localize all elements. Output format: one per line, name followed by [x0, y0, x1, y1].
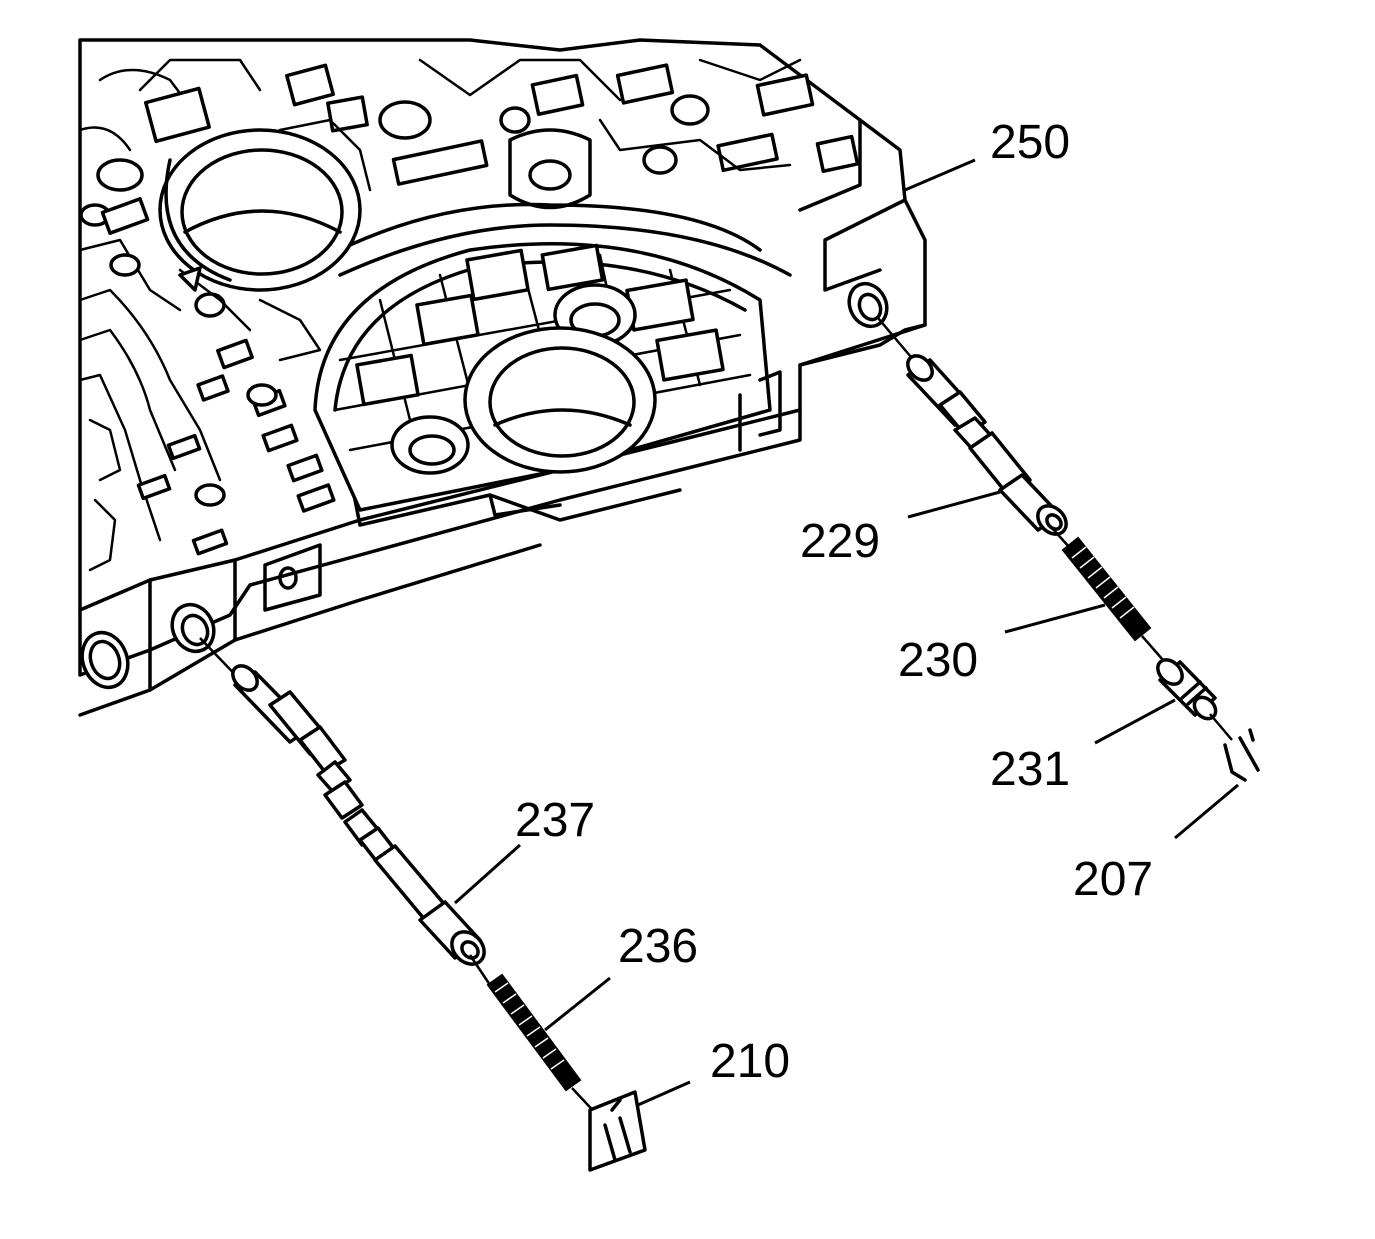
- leader-236: [544, 976, 611, 1032]
- leader-210: [637, 1080, 691, 1107]
- left-valve-bore: [170, 602, 216, 654]
- leader-229: [907, 490, 1001, 519]
- spring-230: [1061, 536, 1152, 642]
- valve-body: [78, 38, 927, 717]
- callout-210: 210: [710, 1035, 790, 1088]
- spring-236: [486, 973, 582, 1092]
- leader-237: [454, 843, 521, 905]
- plug-231: [1156, 658, 1218, 721]
- leader-lines: [454, 158, 1239, 1107]
- callout-labels: 250 229 230 231 207 237 236 210: [515, 116, 1153, 1088]
- leader-250: [904, 158, 976, 192]
- retainer-207: [1223, 728, 1260, 782]
- valve-229: [906, 354, 1068, 536]
- callout-230: 230: [898, 634, 978, 687]
- callout-237: 237: [515, 794, 595, 847]
- central-recess: [313, 242, 772, 527]
- left-bore: [158, 128, 362, 292]
- callout-207: 207: [1073, 853, 1153, 906]
- fluid-passages: [78, 58, 860, 572]
- leader-230: [1004, 603, 1106, 634]
- callout-250: 250: [990, 116, 1070, 169]
- retainer-210: [588, 1090, 647, 1172]
- leader-231: [1094, 698, 1176, 745]
- right-valve-bore: [847, 281, 889, 329]
- leader-207: [1174, 783, 1239, 840]
- callout-229: 229: [800, 515, 880, 568]
- upper-boss: [338, 128, 792, 277]
- valve-237: [231, 664, 486, 966]
- callout-236: 236: [618, 920, 698, 973]
- callout-231: 231: [990, 743, 1070, 796]
